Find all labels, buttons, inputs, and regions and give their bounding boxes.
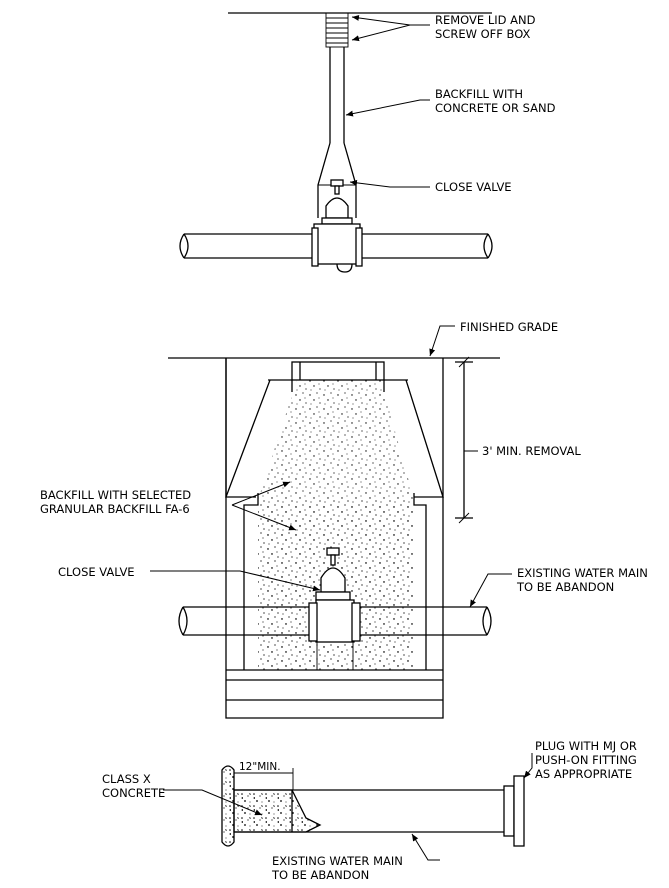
removal-dimension bbox=[455, 356, 478, 524]
plug-label-line3: AS APPROPRIATE bbox=[535, 767, 632, 781]
remove-lid-label-line1: REMOVE LID AND bbox=[435, 13, 536, 27]
top-close-valve-label: CLOSE VALVE bbox=[435, 180, 512, 194]
top-leaders bbox=[345, 14, 430, 188]
bottom-leaders bbox=[163, 753, 533, 861]
class-x-label-line1: CLASS X bbox=[102, 772, 151, 786]
bottom-existing-main-label-line2: TO BE ABANDON bbox=[271, 868, 369, 882]
bottom-existing-main-label-line1: EXISTING WATER MAIN bbox=[272, 854, 403, 868]
min-dimension bbox=[234, 768, 294, 790]
plug-label-line1: PLUG WITH MJ OR bbox=[535, 739, 637, 753]
top-backfill-label-line2: CONCRETE OR SAND bbox=[435, 101, 556, 115]
middle-backfill-label-line1: BACKFILL WITH SELECTED bbox=[40, 488, 191, 502]
min-removal-label: 3' MIN. REMOVAL bbox=[482, 444, 581, 458]
bottom-water-main-pipe bbox=[234, 775, 525, 847]
top-water-main-pipe bbox=[179, 233, 493, 273]
middle-leaders bbox=[150, 481, 512, 608]
excavation-outline bbox=[225, 358, 444, 719]
middle-water-main-pipe bbox=[178, 606, 492, 636]
middle-backfill-label-line2: GRANULAR BACKFILL FA-6 bbox=[40, 502, 190, 516]
middle-close-valve-label: CLOSE VALVE bbox=[58, 565, 135, 579]
middle-existing-main-label-line2: TO BE ABANDON bbox=[516, 580, 614, 594]
top-valve-box-detail: REMOVE LID AND SCREW OFF BOX BACKFILL WI… bbox=[179, 12, 556, 273]
min-dim-label: 12"MIN. bbox=[239, 761, 281, 773]
class-x-label-line2: CONCRETE bbox=[102, 786, 165, 800]
top-gate-valve bbox=[311, 179, 363, 267]
concrete-plug-fill bbox=[233, 789, 322, 833]
valve-box-cone bbox=[225, 358, 444, 670]
middle-gate-valve bbox=[308, 547, 361, 671]
plug-label-line2: PUSH-ON FITTING bbox=[535, 753, 637, 767]
class-x-concrete-cap bbox=[221, 765, 235, 847]
top-backfill-label-line1: BACKFILL WITH bbox=[435, 87, 523, 101]
excavation-base bbox=[226, 669, 443, 701]
middle-existing-main-label-line1: EXISTING WATER MAIN bbox=[517, 566, 648, 580]
bottom-plug-detail: 12"MIN. PLUG WITH MJ OR PUSH-ON FITTING … bbox=[102, 739, 637, 882]
middle-excavation-detail: FINISHED GRADE 3' MIN. RE bbox=[40, 320, 648, 719]
finished-grade-label: FINISHED GRADE bbox=[460, 320, 558, 334]
valve-box-lid bbox=[325, 12, 349, 48]
remove-lid-label-line2: SCREW OFF BOX bbox=[435, 27, 531, 41]
